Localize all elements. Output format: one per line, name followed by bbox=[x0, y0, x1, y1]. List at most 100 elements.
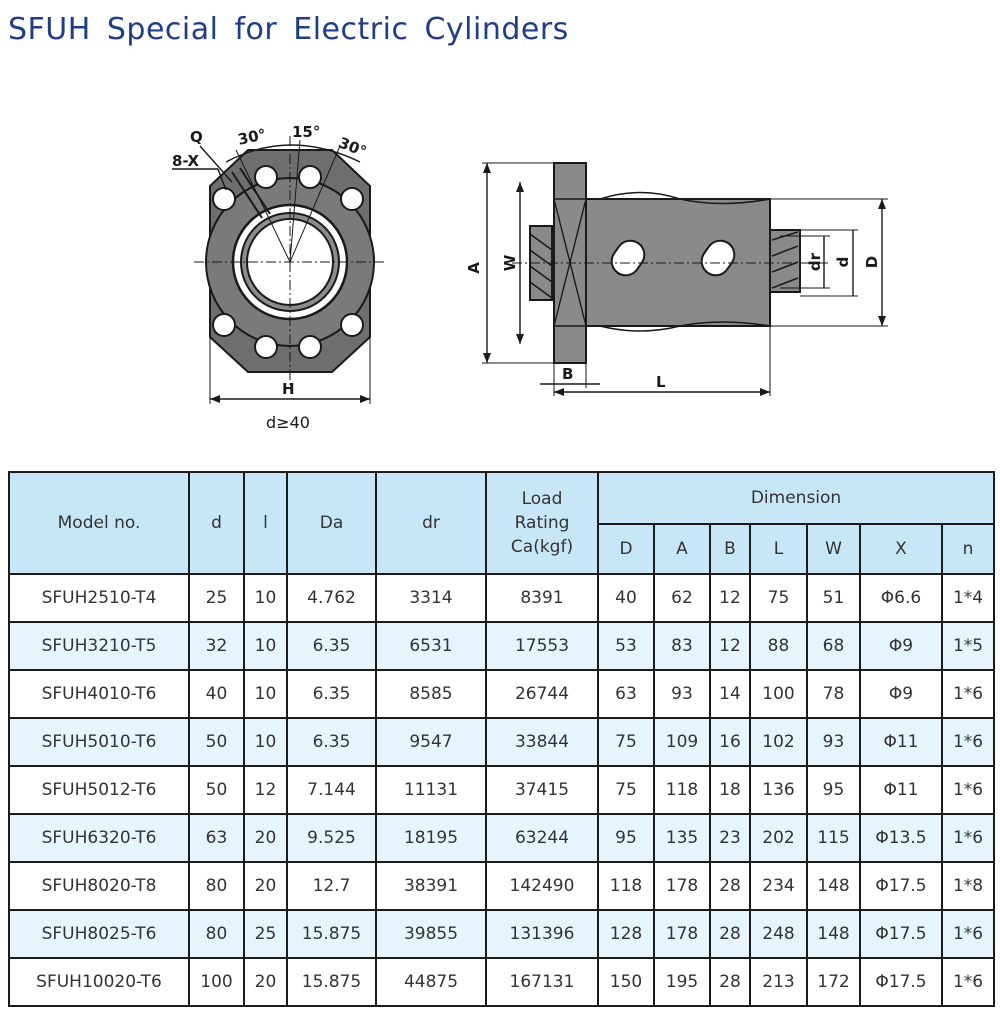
table-cell: Φ11 bbox=[859, 765, 943, 815]
table-cell: 1*5 bbox=[940, 621, 996, 671]
table-cell: 115 bbox=[806, 813, 861, 863]
table-cell: 10 bbox=[243, 573, 288, 623]
bolt-hole bbox=[340, 313, 364, 337]
table-cell: 102 bbox=[749, 717, 808, 767]
table-cell: 12 bbox=[243, 765, 288, 815]
header-dr: dr bbox=[375, 471, 487, 575]
table-cell: 8391 bbox=[485, 573, 599, 623]
table-cell: 234 bbox=[749, 861, 808, 911]
table-cell: Φ17.5 bbox=[859, 861, 943, 911]
bolt-hole bbox=[254, 165, 278, 189]
table-cell: Φ17.5 bbox=[859, 957, 943, 1007]
angle-leader bbox=[289, 139, 301, 263]
cell-model-no: SFUH10020-T6 bbox=[8, 957, 190, 1007]
load-rating-line: Ca(kgf) bbox=[510, 537, 574, 557]
bolt-hole bbox=[254, 335, 278, 359]
angle-leader bbox=[289, 145, 341, 263]
table-cell: Φ6.6 bbox=[859, 573, 943, 623]
table-cell: 68 bbox=[806, 621, 861, 671]
leader-line bbox=[217, 168, 227, 191]
table-cell: 213 bbox=[749, 957, 808, 1007]
table-cell: 1*6 bbox=[940, 909, 996, 959]
label-angle-30-right: 30° bbox=[336, 133, 369, 160]
table-cell: 148 bbox=[806, 861, 861, 911]
table-cell: 1*8 bbox=[940, 861, 996, 911]
table-cell: 28 bbox=[709, 909, 751, 959]
label-w: W bbox=[501, 254, 519, 271]
cell-model-no: SFUH4010-T6 bbox=[8, 669, 190, 719]
angle-arc bbox=[225, 144, 361, 163]
angle-leader bbox=[235, 149, 291, 263]
table-cell: 18 bbox=[709, 765, 751, 815]
cell-model-no: SFUH6320-T6 bbox=[8, 813, 190, 863]
table-cell: 135 bbox=[653, 813, 711, 863]
table-cell: 100 bbox=[188, 957, 245, 1007]
label-d-min: d≥40 bbox=[266, 413, 310, 432]
table-cell: 128 bbox=[597, 909, 655, 959]
table-cell: 12.7 bbox=[286, 861, 377, 911]
header-dim-b: B bbox=[709, 523, 751, 575]
table-cell: 1*6 bbox=[940, 669, 996, 719]
cell-model-no: SFUH5010-T6 bbox=[8, 717, 190, 767]
table-cell: 40 bbox=[188, 669, 245, 719]
table-cell: 10 bbox=[243, 621, 288, 671]
table-cell: 50 bbox=[188, 765, 245, 815]
page-title: SFUH Special for Electric Cylinders bbox=[8, 12, 569, 47]
header-dimension-group: Dimension bbox=[596, 471, 996, 525]
table-cell: 118 bbox=[597, 861, 655, 911]
table-cell: 95 bbox=[806, 765, 861, 815]
leader-line bbox=[199, 145, 233, 183]
table-cell: 202 bbox=[749, 813, 808, 863]
table-cell: 1*6 bbox=[940, 765, 996, 815]
side-view bbox=[482, 162, 888, 396]
table-cell: 93 bbox=[653, 669, 711, 719]
table-cell: 1*4 bbox=[940, 573, 996, 623]
table-cell: 10 bbox=[243, 717, 288, 767]
cell-model-no: SFUH8025-T6 bbox=[8, 909, 190, 959]
bolt-hole bbox=[298, 165, 322, 189]
table-cell: 20 bbox=[243, 861, 288, 911]
oil-hole bbox=[239, 167, 271, 215]
table-cell: 131396 bbox=[485, 909, 599, 959]
table-cell: 109 bbox=[653, 717, 711, 767]
table-cell: 15.875 bbox=[286, 957, 377, 1007]
table-cell: 33844 bbox=[485, 717, 599, 767]
table-cell: 53 bbox=[597, 621, 655, 671]
bolt-hole bbox=[298, 335, 322, 359]
table-cell: 148 bbox=[806, 909, 861, 959]
label-big-d: D bbox=[863, 256, 881, 268]
front-view bbox=[172, 136, 386, 404]
table-cell: 80 bbox=[188, 909, 245, 959]
table-cell: 93 bbox=[806, 717, 861, 767]
table-cell: 150 bbox=[597, 957, 655, 1007]
return-tube bbox=[610, 239, 646, 277]
table-cell: 80 bbox=[188, 861, 245, 911]
label-angle-30-left: 30° bbox=[236, 125, 267, 149]
table-cell: 167131 bbox=[485, 957, 599, 1007]
table-cell: 12 bbox=[709, 573, 751, 623]
table-cell: 11131 bbox=[375, 765, 487, 815]
table-cell: 63244 bbox=[485, 813, 599, 863]
screw-thread-left bbox=[529, 225, 553, 301]
table-cell: 20 bbox=[243, 957, 288, 1007]
load-rating-line: Load bbox=[521, 489, 563, 509]
table-cell: 9.525 bbox=[286, 813, 377, 863]
table-cell: 248 bbox=[749, 909, 808, 959]
technical-drawing: Q 8-X 30° 15° 30° H d≥40 bbox=[172, 123, 888, 432]
table-cell: 50 bbox=[188, 717, 245, 767]
cell-model-no: SFUH8020-T8 bbox=[8, 861, 190, 911]
header-model: Model no. bbox=[8, 471, 190, 575]
table-cell: 63 bbox=[188, 813, 245, 863]
label-b: B bbox=[562, 365, 573, 383]
table-cell: 26744 bbox=[485, 669, 599, 719]
table-cell: 6531 bbox=[375, 621, 487, 671]
header-dim-w: W bbox=[806, 523, 861, 575]
table-cell: 136 bbox=[749, 765, 808, 815]
header-da: Da bbox=[286, 471, 377, 575]
